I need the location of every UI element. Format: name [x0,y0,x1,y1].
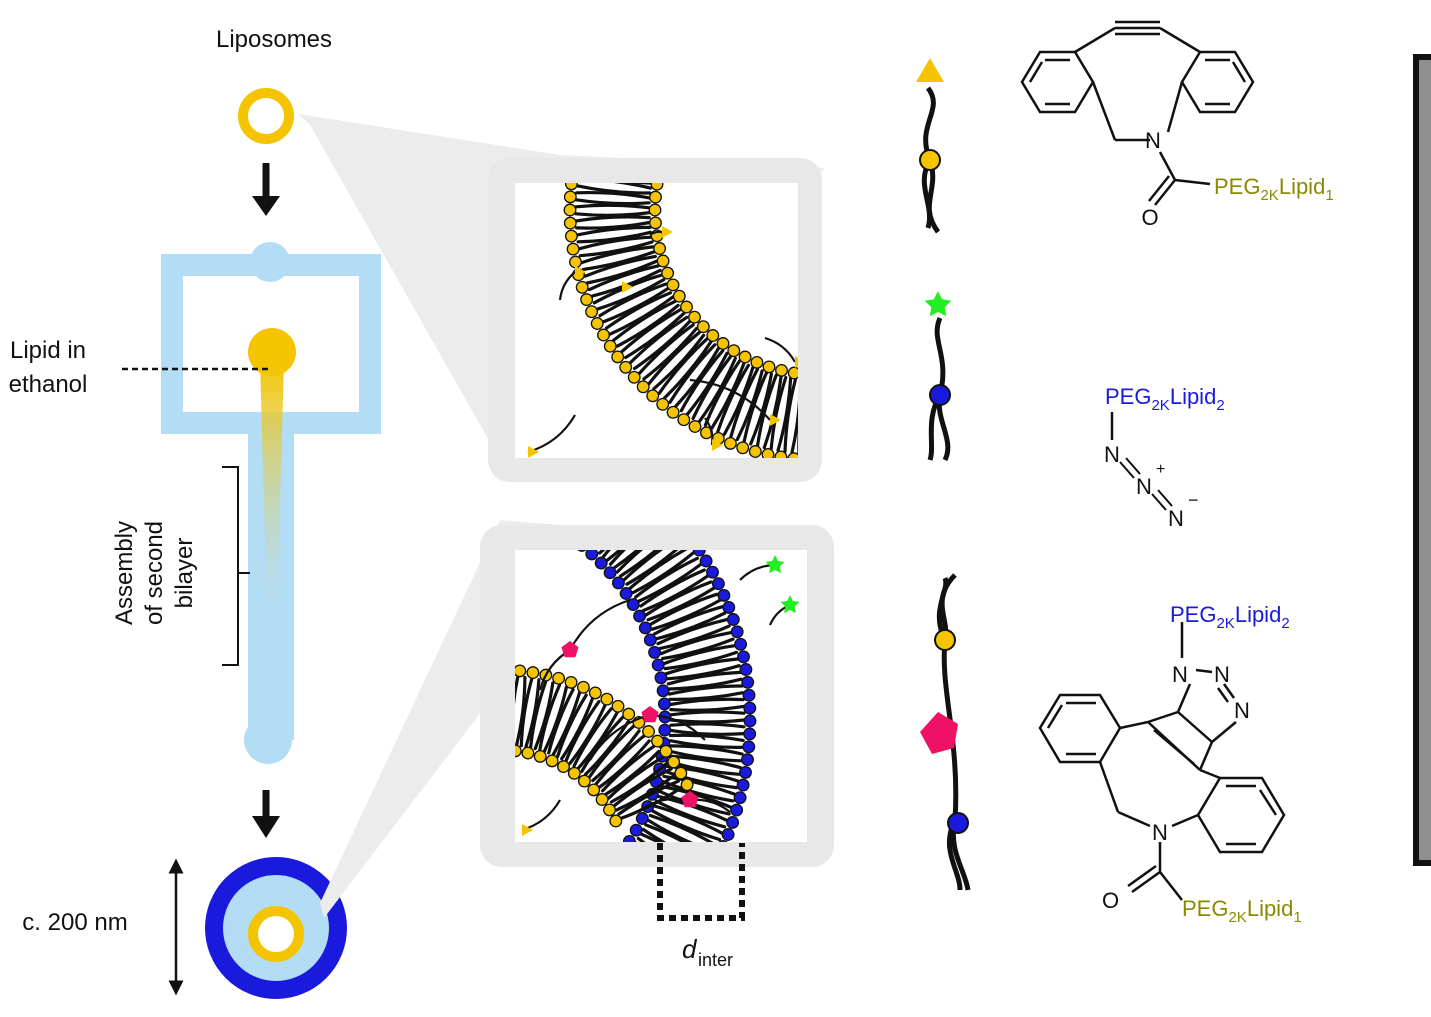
dbco-triangle-icon [795,356,798,368]
linker-tether [589,713,651,761]
dbco-triangle-icon [528,446,539,458]
azide-structure: PEG2KLipid2 N N + N − [1104,384,1225,531]
d-label: d [682,934,698,964]
input-liposome-icon [238,88,294,144]
lipid-inlet [248,328,296,376]
triazole-N1: N [1172,662,1188,687]
panel-double-bilayer [480,525,834,867]
dbco-N: N [1145,128,1161,153]
triazole-N3: N [1234,698,1250,723]
triazole-amide-N: N [1152,820,1168,845]
triazole-peg-lipid2-label: PEG2KLipid2 [1170,602,1290,632]
azide-peg-lipid2-label: PEG2KLipid2 [1105,384,1225,414]
d-label-sub: inter [698,950,733,970]
dbco-triangle-icon [622,281,633,293]
azide-N3: N [1168,506,1184,531]
triazole-peg-lipid1-label: PEG2KLipid1 [1182,896,1302,926]
triazole-pentagon-icon [681,791,699,808]
assembly-bracket [222,466,250,666]
microfluidic-chip [161,242,381,764]
lipid-label-line2: ethanol [9,371,88,398]
top-peg-tether [614,285,623,291]
dbco-triangle-icon [662,226,673,238]
inner-bilayer-heads [515,664,694,828]
triazole-O: O [1102,888,1119,913]
triazole-N2: N [1214,662,1230,687]
azide-star-icon [780,595,800,614]
azide-N2: N [1136,474,1152,499]
panel-single-bilayer [488,158,822,482]
azide-star-icon [765,555,785,574]
triazole-linked-lipid-icon [920,573,971,891]
top-peg-tether [558,271,576,301]
azide-minus: − [1188,490,1199,510]
assembly-label-line2: of second [141,521,168,625]
assembly-label-line1: Assembly [111,521,138,625]
outer-bilayer-heads [577,550,757,842]
inner-bilayer-tails [515,675,684,820]
lipid-label-line1: Lipid in [10,337,86,364]
triazole-pentagon-icon [561,641,579,658]
dbco-structure [1020,20,1255,206]
interbilayer-distance-marker: d inter [657,843,745,970]
azide-N1: N [1104,442,1120,467]
dbco-triangle-icon [575,266,586,278]
lipid-stream [260,360,284,650]
azide-plus: + [1156,461,1165,478]
size-label: c. 200 nm [22,909,127,936]
top-peg-tether [649,230,663,236]
top-peg-tether [764,336,796,363]
down-arrow-2-head [252,816,280,838]
assembly-label-line3: bilayer [171,538,198,609]
linker-tether [569,598,631,651]
product-vesicle-icon [205,857,347,999]
liposomes-label: Liposomes [216,26,332,53]
top-bilayer-heads [563,183,798,458]
down-arrow-1-head [252,196,280,216]
dbco-lipid-icon [916,58,944,234]
micrograph-strip [1413,54,1431,866]
dbco-peg-lipid1-label: PEG2KLipid1 [1214,174,1334,204]
triazole-pentagon-icon [641,706,659,723]
process-column: Liposomes Lipid in ethanol Assembly of s… [9,26,381,999]
dbco-triangle-icon [770,414,781,426]
triazole-structure [1038,622,1286,901]
dbco-triangle-icon [712,439,723,451]
azide-lipid-icon [924,291,952,462]
top-peg-tether [689,378,771,421]
dbco-triangle-icon [522,824,533,836]
dbco-O: O [1141,205,1158,230]
